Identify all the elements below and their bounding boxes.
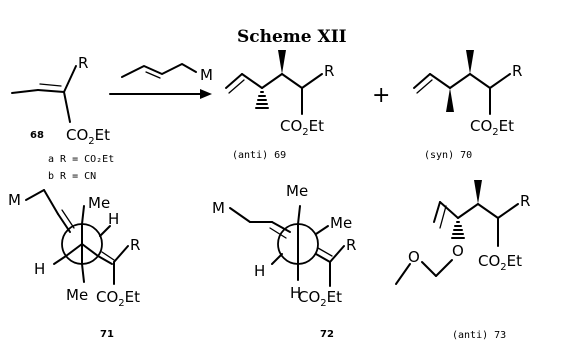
compound-label-72: 72 (320, 329, 334, 340)
atom-r-68: R (78, 54, 88, 72)
atom-m-71: M (8, 191, 21, 209)
compound-68-structure: R CO2Et (11, 54, 110, 147)
atom-h-71-right: H (108, 210, 119, 228)
ester-73: CO2Et (478, 252, 522, 273)
atom-m-72: M (212, 199, 225, 217)
atom-r-70: R (512, 62, 522, 80)
compound-73-structure: R CO2Et O O (395, 180, 530, 285)
ester-70: CO2Et (470, 117, 514, 138)
atom-h-72-left: H (254, 262, 265, 280)
atom-m-reagent: M (200, 66, 213, 84)
atom-h-71-left: H (34, 260, 45, 278)
compound-label-73: (anti) 73 (452, 330, 506, 341)
atom-r-71: R (130, 236, 140, 254)
ester-71: CO2Et (96, 288, 140, 309)
atom-me-72-top: Me (286, 182, 308, 200)
atom-me-72-right: Me (330, 214, 352, 232)
ester-69: CO2Et (280, 117, 324, 138)
reaction-arrow (109, 89, 212, 99)
plus-sign: + (372, 83, 390, 108)
ester-72: CO2Et (298, 288, 342, 309)
atom-r-69: R (324, 62, 334, 80)
compound-label-69: (anti) 69 (232, 150, 286, 161)
compound-label-68: 68 (30, 130, 44, 141)
compound-71-structure: M Me H Me H R CO2Et (8, 189, 140, 309)
atom-r-72: R (346, 236, 356, 254)
ester-68: CO2Et (66, 126, 110, 147)
atom-me-71-bottom: Me (66, 286, 88, 304)
atom-me-71-top: Me (88, 194, 110, 212)
atom-o-73-outer: O (408, 248, 420, 266)
atom-h-72-bottom: H (290, 284, 301, 302)
compound-70-structure: R CO2Et (413, 50, 522, 138)
atom-o-73-inner: O (452, 242, 464, 260)
substituent-a: a R = CO₂Et (48, 154, 114, 165)
crotyl-reagent: M (121, 63, 213, 84)
compound-label-71: 71 (100, 329, 114, 340)
substituent-b: b R = CN (48, 171, 96, 182)
compound-label-70: (syn) 70 (424, 150, 472, 161)
compound-69-structure: R CO2Et (225, 50, 334, 138)
compound-72-structure: M Me Me H H R CO2Et (212, 182, 356, 309)
scheme-title: Scheme XII (237, 27, 347, 47)
atom-r-73: R (520, 192, 530, 210)
